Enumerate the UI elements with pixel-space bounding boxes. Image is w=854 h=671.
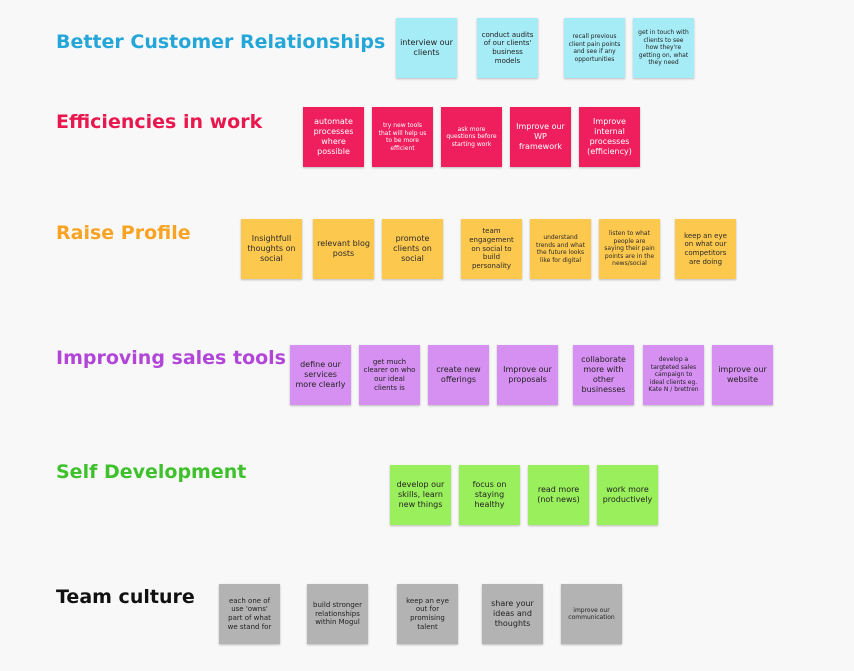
sticky-note[interactable]: improve our communication <box>561 584 622 644</box>
sticky-note[interactable]: understand trends and what the future lo… <box>530 219 591 279</box>
sticky-note[interactable]: focus on staying healthy <box>459 465 520 525</box>
sticky-note[interactable]: get much clearer on who our ideal client… <box>359 345 420 405</box>
section-title-customer-relationships: Better Customer Relationships <box>56 31 386 53</box>
sticky-note[interactable]: develop a targteted sales campaign to id… <box>643 345 704 405</box>
sticky-note[interactable]: develop our skills, learn new things <box>390 465 451 525</box>
sticky-note[interactable]: build stronger relationships within Mogu… <box>307 584 368 644</box>
sticky-note[interactable]: try new tools that will help us to be mo… <box>372 107 433 167</box>
sticky-note[interactable]: recall previous client pain points and s… <box>564 18 625 78</box>
section-title-self-development: Self Development <box>56 461 247 483</box>
sticky-note[interactable]: conduct audits of our clients' business … <box>477 18 538 78</box>
sticky-note[interactable]: team engagement on social to build perso… <box>461 219 522 279</box>
sticky-note[interactable]: get in touch with clients to see how the… <box>633 18 694 78</box>
section-title-efficiencies: Efficiencies in work <box>56 111 263 133</box>
section-title-team-culture: Team culture <box>56 586 195 608</box>
sticky-note[interactable]: Insightfull thoughts on social <box>241 219 302 279</box>
sticky-note[interactable]: promote clients on social <box>382 219 443 279</box>
sticky-note[interactable]: Improve our proposals <box>497 345 558 405</box>
sticky-note[interactable]: interview our clients <box>396 18 457 78</box>
sticky-note[interactable]: keep an eye on what our competitors are … <box>675 219 736 279</box>
sticky-note[interactable]: create new offerings <box>428 345 489 405</box>
sticky-note[interactable]: collaborate more with other businesses <box>573 345 634 405</box>
sticky-note[interactable]: ask more questions before starting work <box>441 107 502 167</box>
sticky-note[interactable]: share your ideas and thoughts <box>482 584 543 644</box>
sticky-note[interactable]: listen to what people are saying their p… <box>599 219 660 279</box>
sticky-note[interactable]: define our services more clearly <box>290 345 351 405</box>
section-title-raise-profile: Raise Profile <box>56 222 191 244</box>
section-title-sales-tools: Improving sales tools <box>56 347 286 369</box>
sticky-note[interactable]: relevant blog posts <box>313 219 374 279</box>
sticky-note[interactable]: keep an eye out for promising talent <box>397 584 458 644</box>
sticky-note[interactable]: each one of use 'owns' part of what we s… <box>219 584 280 644</box>
sticky-note[interactable]: read more (not news) <box>528 465 589 525</box>
sticky-note[interactable]: Improve our WP framework <box>510 107 571 167</box>
sticky-note[interactable]: Improve internal processes (efficiency) <box>579 107 640 167</box>
sticky-note[interactable]: automate processes where possible <box>303 107 364 167</box>
sticky-note[interactable]: improve our website <box>712 345 773 405</box>
sticky-note[interactable]: work more productively <box>597 465 658 525</box>
